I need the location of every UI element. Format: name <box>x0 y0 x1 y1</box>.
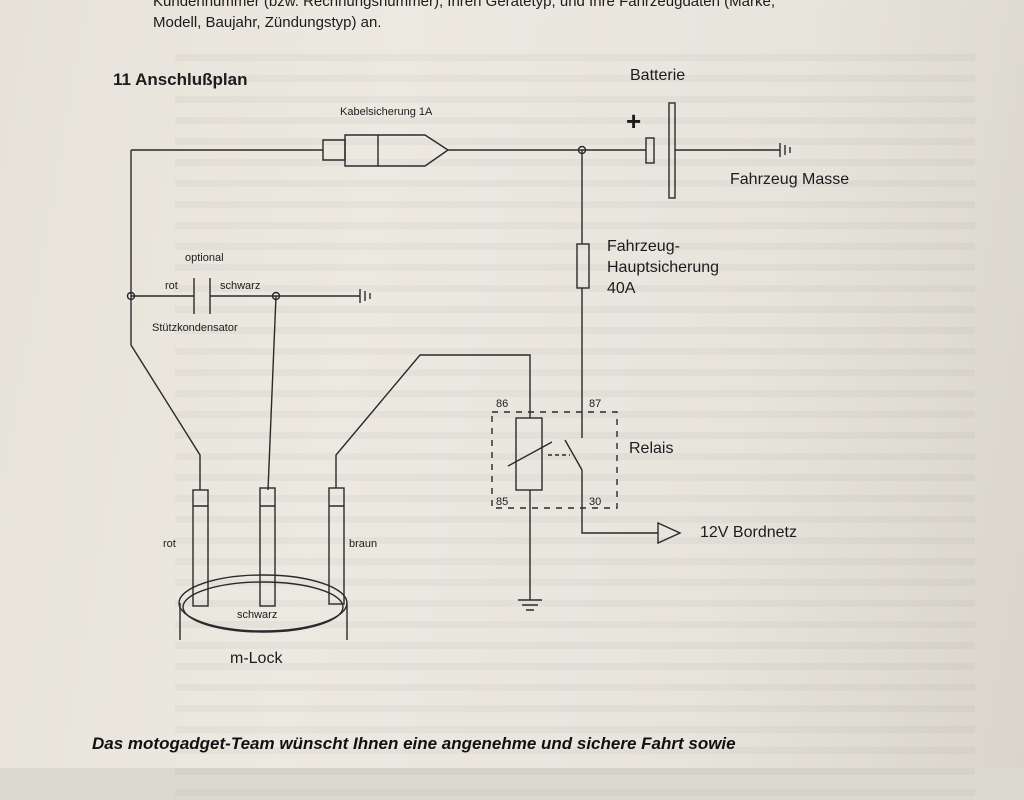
optional-label: optional <box>185 252 224 264</box>
fuse-label: Kabelsicherung 1A <box>340 106 433 118</box>
wire-braun-label: braun <box>349 538 378 550</box>
bleed-through-texture <box>175 40 975 800</box>
braun-wire <box>335 354 531 488</box>
battery-positive-plate <box>645 137 655 164</box>
main-fuse-label: Fahrzeug- Hauptsicherung 40A <box>607 236 719 299</box>
capacitor-label: Stützkondensator <box>152 322 238 334</box>
relay-box <box>491 411 618 509</box>
device-label: m-Lock <box>230 650 283 667</box>
capacitor-rot-label: rot <box>165 280 178 292</box>
capacitor <box>193 278 211 314</box>
left-wire <box>130 150 201 490</box>
ground-label: Fahrzeug Masse <box>730 171 850 188</box>
relay-ground-symbol <box>518 599 542 611</box>
battery-ground-symbol <box>779 143 791 157</box>
bordnetz-wire <box>581 508 658 534</box>
intro-line-1: Kundennummer (bzw. Rechnungsnummer), Ihr… <box>153 0 775 10</box>
footer-text: Das motogadget-Team wünscht Ihnen eine a… <box>92 734 736 753</box>
wiring-diagram <box>126 102 791 640</box>
main-fuse-label-line-1: Fahrzeug- <box>607 238 680 255</box>
relay-pin-85: 85 <box>496 496 509 508</box>
schwarz-wire <box>267 295 277 491</box>
battery-label: Batterie <box>630 67 686 84</box>
intro-line-2: Modell, Baujahr, Zündungstyp) an. <box>153 14 382 31</box>
bordnetz-arrow <box>657 521 682 545</box>
connector-schwarz <box>259 487 276 607</box>
capacitor-schwarz-label: schwarz <box>220 280 261 292</box>
m-lock-ring <box>178 574 348 632</box>
intro-text: Kundennummer (bzw. Rechnungsnummer), Ihr… <box>153 0 953 33</box>
relay-coil <box>515 417 543 491</box>
wire-rot-label: rot <box>163 538 176 550</box>
relay-pin-87: 87 <box>589 398 602 410</box>
relay-label: Relais <box>629 440 674 457</box>
connector-braun <box>328 487 345 605</box>
main-fuse <box>576 243 590 289</box>
relay-pin-86: 86 <box>496 398 509 410</box>
main-fuse-label-line-2: Hauptsicherung <box>607 259 720 276</box>
relay-pin-30: 30 <box>589 496 602 508</box>
capacitor-ground-symbol <box>359 289 371 303</box>
wire-schwarz-label: schwarz <box>237 609 278 621</box>
battery-negative-plate <box>668 102 676 199</box>
relay-switch <box>564 412 583 471</box>
main-fuse-label-line-3: 40A <box>607 280 636 297</box>
battery-plus-sign: + <box>626 106 642 136</box>
connector-rot <box>192 489 209 607</box>
bordnetz-label: 12V Bordnetz <box>700 524 797 541</box>
inline-fuse <box>322 139 346 161</box>
section-title: 11 Anschlußplan <box>113 70 248 89</box>
